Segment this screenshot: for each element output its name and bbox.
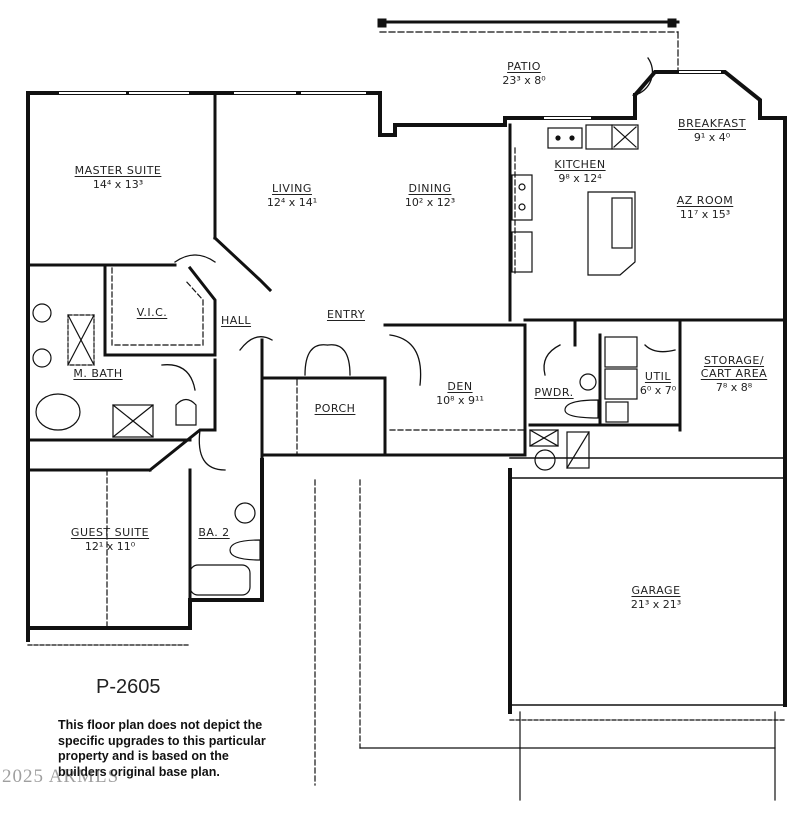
room-name: PORCH (314, 402, 356, 415)
watermark: 2025 ARMLS (2, 766, 120, 787)
room-name: V.I.C. (136, 306, 168, 319)
room-utility: UTIL 6⁰ x 7⁰ (640, 370, 676, 397)
room-name: BREAKFAST (678, 117, 746, 130)
room-hall: HALL (221, 314, 251, 327)
room-name: AZ ROOM (676, 194, 734, 207)
room-porch: PORCH (315, 402, 356, 415)
room-dimensions: 11⁷ x 15³ (679, 208, 731, 221)
room-breakfast: BREAKFAST 9¹ x 4⁰ (678, 117, 746, 144)
room-dimensions: 14⁴ x 13³ (92, 178, 144, 191)
room-dimensions: 6⁰ x 7⁰ (639, 384, 677, 397)
room-entry: ENTRY (327, 308, 365, 321)
room-name: PWDR. (534, 386, 574, 399)
room-dimensions: 7⁸ x 8⁸ (715, 381, 753, 394)
room-name: LIVING (272, 182, 312, 195)
room-storage-cart-area: STORAGE/ CART AREA 7⁸ x 8⁸ (694, 354, 774, 394)
room-dimensions: 21³ x 21³ (630, 598, 682, 611)
disclaimer-text: This floor plan does not depict the spec… (58, 718, 266, 779)
room-name: GARAGE (631, 584, 681, 597)
room-dining: DINING 10² x 12³ (405, 182, 455, 209)
room-name: PATIO (507, 60, 541, 73)
room-living: LIVING 12⁴ x 14¹ (267, 182, 317, 209)
room-az-room: AZ ROOM 11⁷ x 15³ (677, 194, 734, 221)
room-guest-suite: GUEST SUITE 12¹ x 11⁰ (71, 526, 149, 553)
room-name: UTIL (644, 370, 672, 383)
room-garage: GARAGE 21³ x 21³ (631, 584, 681, 611)
room-name: M. BATH (73, 367, 123, 380)
room-name: KITCHEN (554, 158, 606, 171)
room-name: DINING (408, 182, 452, 195)
room-name: GUEST SUITE (70, 526, 150, 539)
room-name: ENTRY (326, 308, 366, 321)
room-name: STORAGE/ CART AREA (700, 354, 768, 380)
room-dimensions: 9¹ x 4⁰ (693, 131, 731, 144)
room-powder: PWDR. (534, 386, 573, 399)
room-dimensions: 12⁴ x 14¹ (266, 196, 318, 209)
room-dimensions: 10⁸ x 9¹¹ (436, 394, 484, 407)
room-master-bath: M. BATH (73, 367, 122, 380)
room-dimensions: 12¹ x 11⁰ (84, 540, 136, 553)
room-master-suite: MASTER SUITE 14⁴ x 13³ (75, 164, 162, 191)
room-dimensions: 9⁸ x 12⁴ (558, 172, 602, 185)
room-vic: V.I.C. (137, 306, 168, 319)
room-dimensions: 10² x 12³ (404, 196, 456, 209)
room-patio: PATIO 23³ x 8⁰ (502, 60, 545, 87)
room-bath-2: BA. 2 (198, 526, 229, 539)
room-name: BA. 2 (198, 526, 230, 539)
plan-id: P-2605 (96, 676, 161, 698)
room-den: DEN 10⁸ x 9¹¹ (436, 380, 484, 407)
room-dimensions: 23³ x 8⁰ (502, 74, 546, 87)
room-name: MASTER SUITE (74, 164, 162, 177)
room-name: HALL (220, 314, 252, 327)
room-name: DEN (447, 380, 473, 393)
patio-outline (379, 31, 679, 71)
room-kitchen: KITCHEN 9⁸ x 12⁴ (554, 158, 605, 185)
